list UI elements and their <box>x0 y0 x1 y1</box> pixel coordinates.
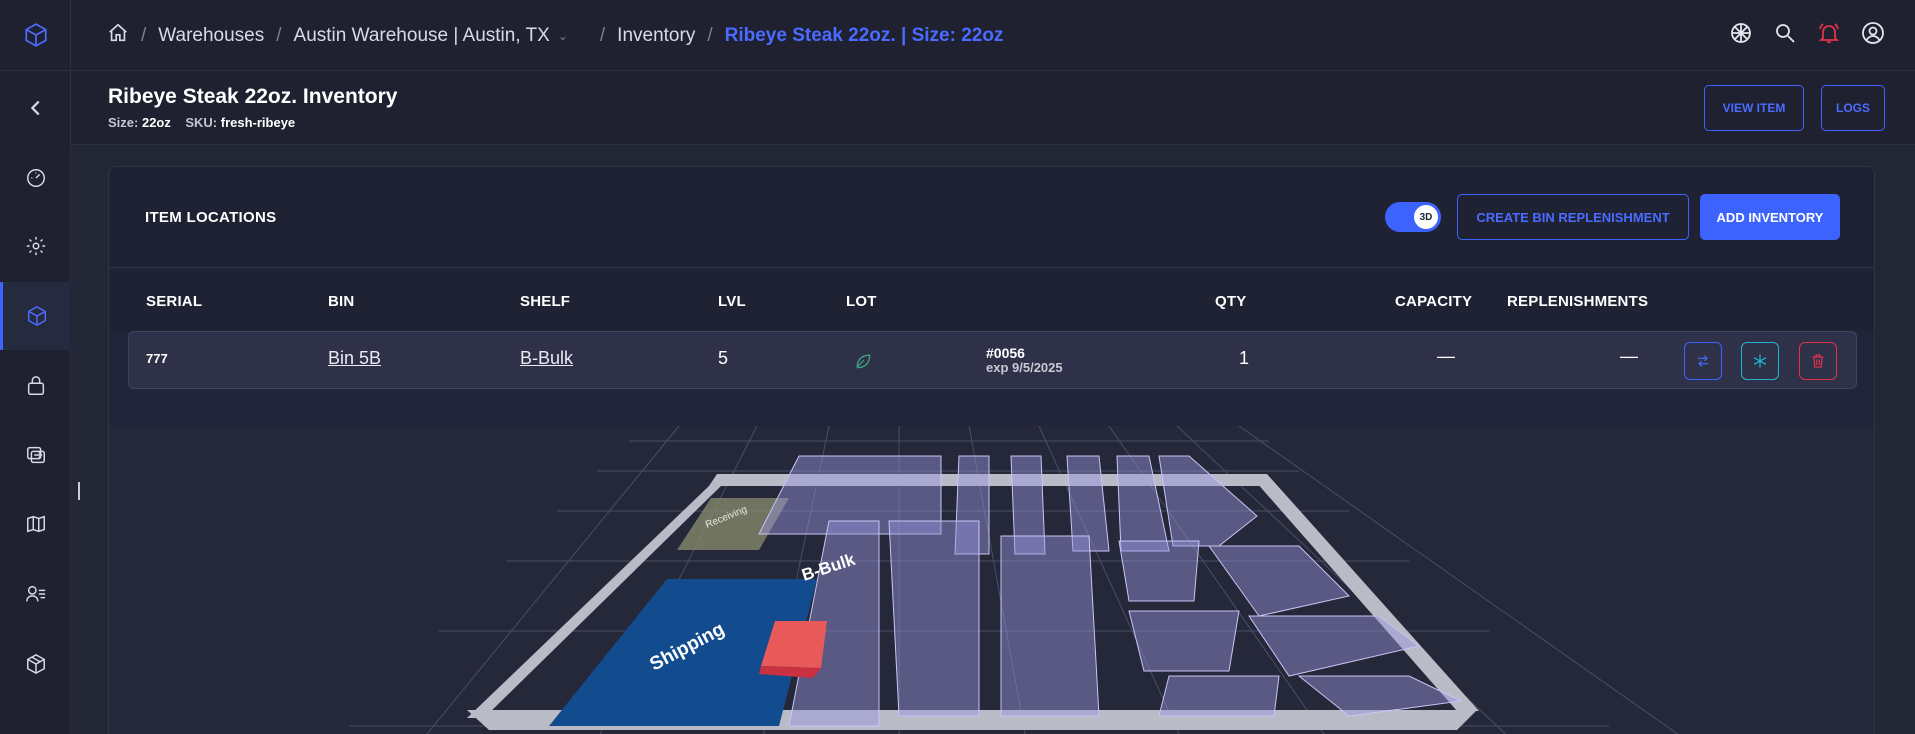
replenishments-cell: — <box>1620 346 1638 366</box>
page-title: Ribeye Steak 22oz. Inventory <box>108 85 398 108</box>
account-icon[interactable] <box>1861 21 1885 50</box>
col-qty: QTY <box>1215 293 1247 310</box>
view-item-button[interactable]: VIEW ITEM <box>1704 85 1804 131</box>
table-row[interactable]: 777 Bin 5B B-Bulk 5 #0056 exp 9/5/2025 1… <box>128 331 1857 389</box>
trash-icon <box>1812 354 1824 368</box>
bug-icon[interactable] <box>1729 21 1753 50</box>
gear-icon <box>26 236 45 256</box>
top-icons <box>1729 0 1885 71</box>
size-label: Size: <box>108 115 139 130</box>
page-header: Ribeye Steak 22oz. Inventory Size: 22oz … <box>71 71 1915 145</box>
card-header: ITEM LOCATIONS 3D CREATE BIN REPLENISHME… <box>109 167 1874 268</box>
warehouse-3d-map[interactable]: Receiving Shipping <box>109 426 1874 734</box>
capacity-cell: — <box>1437 346 1455 366</box>
inventory-cube-icon <box>28 305 46 327</box>
serial-cell: 777 <box>146 351 168 366</box>
search-icon[interactable] <box>1773 21 1797 50</box>
item-locations-card: ITEM LOCATIONS 3D CREATE BIN REPLENISHME… <box>108 166 1875 734</box>
delete-button[interactable] <box>1799 342 1837 380</box>
highlighted-bin-side <box>759 666 821 678</box>
sidebar-back-button[interactable] <box>0 74 71 142</box>
freeze-button[interactable] <box>1741 342 1779 380</box>
receiving-zone <box>677 498 789 550</box>
logs-button[interactable]: LOGS <box>1821 85 1885 131</box>
lot-number: #0056 <box>986 345 1025 361</box>
col-serial: SERIAL <box>146 293 203 310</box>
user-list-icon <box>25 585 45 602</box>
3d-toggle[interactable]: 3D <box>1385 202 1441 232</box>
chevron-left-icon <box>30 100 40 116</box>
transfer-icon <box>26 446 45 464</box>
col-lvl: LVL <box>718 293 746 310</box>
size-value: 22oz <box>141 115 171 130</box>
breadcrumb: / Warehouses / Austin Warehouse | Austin… <box>107 0 1003 71</box>
leaf-icon <box>853 351 873 376</box>
item-meta: Size: 22oz SKU: fresh-ribeye <box>108 115 295 130</box>
sidebar-item-dashboard[interactable] <box>0 144 71 212</box>
lot-expiry: exp 9/5/2025 <box>986 360 1063 375</box>
snowflake-icon <box>1753 354 1767 368</box>
sidebar-item-transfers[interactable] <box>0 421 71 489</box>
sidebar-item-map[interactable] <box>0 490 71 558</box>
breadcrumb-warehouses[interactable]: Warehouses <box>158 24 265 46</box>
map-icon <box>26 515 45 533</box>
highlighted-bin[interactable] <box>761 621 827 668</box>
bin-link[interactable]: Bin 5B <box>328 348 382 368</box>
col-capacity: CAPACITY <box>1395 293 1473 310</box>
sidebar-item-users[interactable] <box>0 560 71 628</box>
dashboard-icon <box>26 169 45 187</box>
chevron-down-icon[interactable]: ⌄ <box>557 28 568 43</box>
home-icon[interactable] <box>107 22 129 50</box>
top-bar: / Warehouses / Austin Warehouse | Austin… <box>71 0 1915 71</box>
sidebar <box>0 0 71 734</box>
sidebar-item-inventory[interactable] <box>0 282 71 350</box>
sidebar-item-settings[interactable] <box>0 212 71 280</box>
shopping-bag-icon <box>27 376 44 395</box>
col-replenishments: REPLENISHMENTS <box>1507 293 1649 310</box>
shipping-zone <box>549 579 817 726</box>
qty-cell: 1 <box>1239 348 1250 368</box>
add-inventory-button[interactable]: ADD INVENTORY <box>1700 194 1840 240</box>
lvl-cell: 5 <box>718 348 729 368</box>
sidebar-resize-handle[interactable] <box>78 482 80 500</box>
cube-logo-icon <box>24 23 47 47</box>
app-logo[interactable] <box>0 0 71 71</box>
breadcrumb-warehouse[interactable]: Austin Warehouse | Austin, TX <box>293 24 550 46</box>
swap-icon <box>1697 355 1709 367</box>
create-bin-replenishment-button[interactable]: CREATE BIN REPLENISHMENT <box>1457 194 1689 240</box>
breadcrumb-inventory[interactable]: Inventory <box>617 24 696 46</box>
sidebar-item-orders[interactable] <box>0 352 71 420</box>
box-icon <box>26 653 45 675</box>
sku-value: fresh-ribeye <box>220 115 296 130</box>
warehouse-3d-view: Receiving Shipping <box>349 426 1679 734</box>
bell-icon[interactable] <box>1817 21 1841 50</box>
sku-label: SKU: <box>185 115 218 130</box>
breadcrumb-current: Ribeye Steak 22oz. | Size: 22oz <box>724 24 1004 46</box>
col-lot: LOT <box>846 293 877 310</box>
racks <box>758 455 1463 727</box>
toggle-knob: 3D <box>1414 205 1438 229</box>
transfer-button[interactable] <box>1684 342 1722 380</box>
shelf-link[interactable]: B-Bulk <box>520 348 574 368</box>
sidebar-item-products[interactable] <box>0 630 71 698</box>
table-header <box>109 268 1874 332</box>
col-bin: BIN <box>328 293 355 310</box>
col-shelf: SHELF <box>520 293 571 310</box>
card-title: ITEM LOCATIONS <box>145 209 277 226</box>
